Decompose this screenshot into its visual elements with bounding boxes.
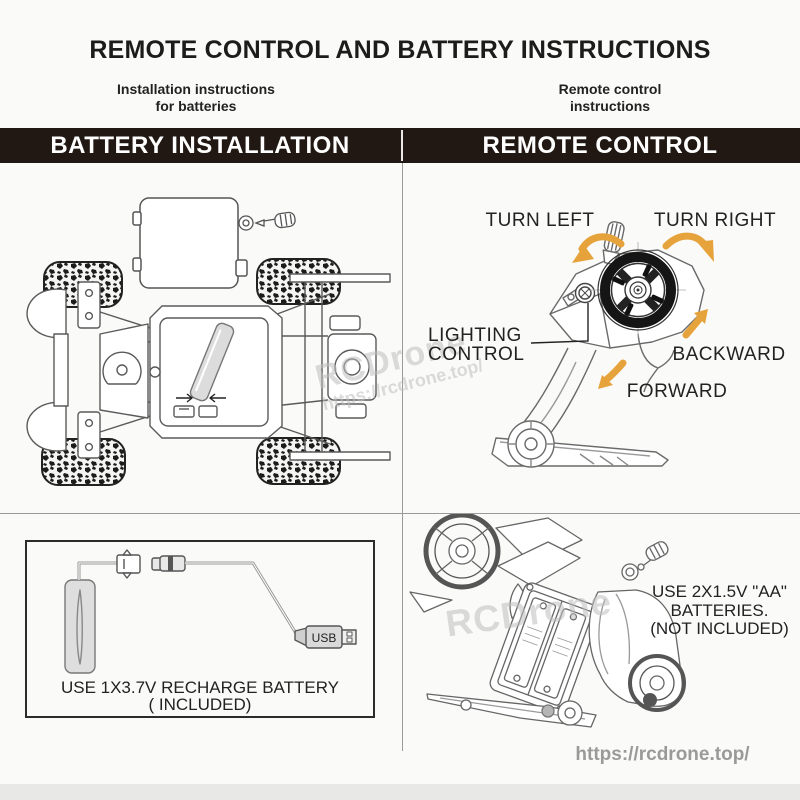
cable-connector	[151, 555, 186, 572]
forward-label: FORWARD	[626, 381, 728, 402]
plug-arrows	[176, 393, 226, 403]
remote-subtitle-line2: instructions	[569, 98, 651, 114]
lighting-leader-line	[530, 303, 589, 344]
transmitter-diagram	[491, 221, 714, 468]
remote-subtitle-line1: Remote control	[558, 81, 662, 97]
base-knob	[507, 420, 555, 468]
section-header-bar: BATTERY INSTALLATION REMOTE CONTROL	[0, 128, 800, 163]
car-top-view-diagram	[26, 197, 391, 486]
car-servo	[102, 351, 142, 385]
tire-rear-right	[256, 437, 341, 485]
battery-usb-diagram: USB	[64, 549, 357, 674]
transmitter-battery-diagram	[409, 514, 686, 728]
cover-screw-icon	[621, 541, 669, 581]
page-title: REMOTE CONTROL AND BATTERY INSTRUCTIONS	[89, 36, 711, 64]
battery-subtitle-line2: for batteries	[155, 98, 237, 114]
car-chassis	[26, 273, 391, 461]
lipo-battery	[64, 579, 96, 674]
usb-plug: USB	[294, 625, 357, 649]
row-divider-line	[0, 513, 800, 514]
forward-arrow	[602, 359, 627, 384]
steering-wheel	[590, 242, 686, 338]
aa-battery-compartment	[489, 582, 601, 714]
footer-url: https://rcdrone.top/	[575, 744, 750, 765]
wheel-bottom-view	[423, 514, 501, 590]
bar-divider	[401, 130, 403, 161]
turn-left-label: TURN LEFT	[485, 210, 595, 231]
battery-installation-header: BATTERY INSTALLATION	[50, 131, 350, 159]
car-battery-cell	[189, 322, 235, 402]
screw-icon	[238, 211, 296, 231]
battery-cover-piece	[588, 589, 686, 712]
column-divider-line	[402, 163, 403, 751]
battery-subtitle-line1: Installation instructions	[117, 81, 275, 97]
arrow-heads	[572, 240, 714, 389]
usb-label: USB	[312, 631, 337, 645]
remote-column-subtitle: Remote control instructions	[480, 81, 740, 115]
battery-plug	[116, 549, 141, 579]
remote-control-header: REMOTE CONTROL	[482, 131, 718, 159]
lighting-control-label: LIGHTING CONTROL	[428, 325, 525, 365]
aa-batteries-note: USE 2X1.5V "AA" BATTERIES. (NOT INCLUDED…	[650, 582, 789, 638]
trigger	[637, 333, 675, 393]
battery-column-subtitle: Installation instructions for batteries	[61, 81, 331, 115]
recharge-battery-box: USB USE 1X3.7V RECHARGE BATTERY ( INCLUD…	[25, 540, 375, 718]
transmitter-base-bottom	[426, 693, 597, 728]
lighting-control-button	[567, 282, 596, 304]
bottom-band	[0, 784, 800, 800]
car-battery-cover	[132, 197, 248, 289]
turn-right-label: TURN RIGHT	[653, 210, 777, 231]
recharge-battery-caption: USE 1X3.7V RECHARGE BATTERY ( INCLUDED)	[60, 678, 340, 714]
backward-label: BACKWARD	[672, 344, 786, 365]
